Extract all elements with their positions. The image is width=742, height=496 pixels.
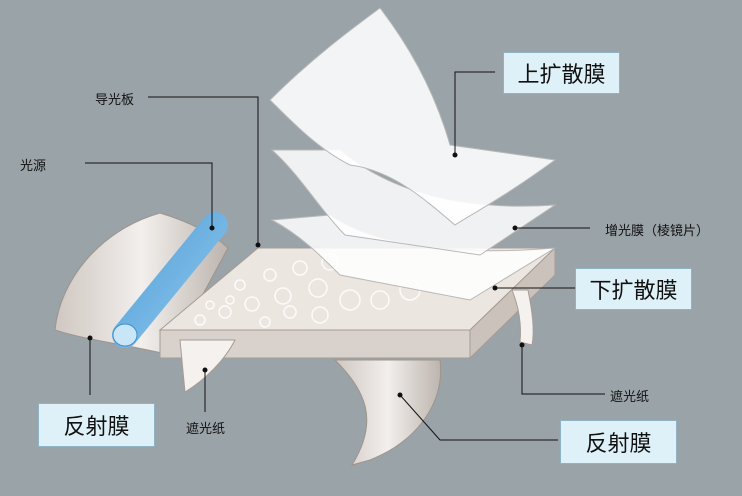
label-prism-film: 增光膜（棱镜片）: [605, 224, 710, 239]
label-shading-paper-left: 遮光纸: [186, 422, 226, 437]
shading-paper-left: [179, 339, 236, 393]
label-lower-diffuser: 下扩散膜: [575, 268, 692, 310]
upper-diffuser-film: [269, 7, 557, 226]
leader-lines: [85, 71, 605, 441]
shading-paper-right: [511, 289, 534, 346]
leader-dots: [87, 152, 525, 398]
label-reflector-right: 反射膜: [560, 420, 677, 464]
label-light-guide-plate: 导光板: [95, 93, 135, 108]
lamp-tube: [112, 212, 228, 348]
label-upper-diffuser: 上扩散膜: [503, 52, 620, 94]
label-reflector-left: 反射膜: [38, 403, 155, 447]
label-light-source: 光源: [20, 159, 47, 174]
label-shading-paper-right: 遮光纸: [610, 390, 650, 405]
reflector-sheet-bottom: [333, 359, 442, 466]
prism-film: [270, 149, 557, 256]
